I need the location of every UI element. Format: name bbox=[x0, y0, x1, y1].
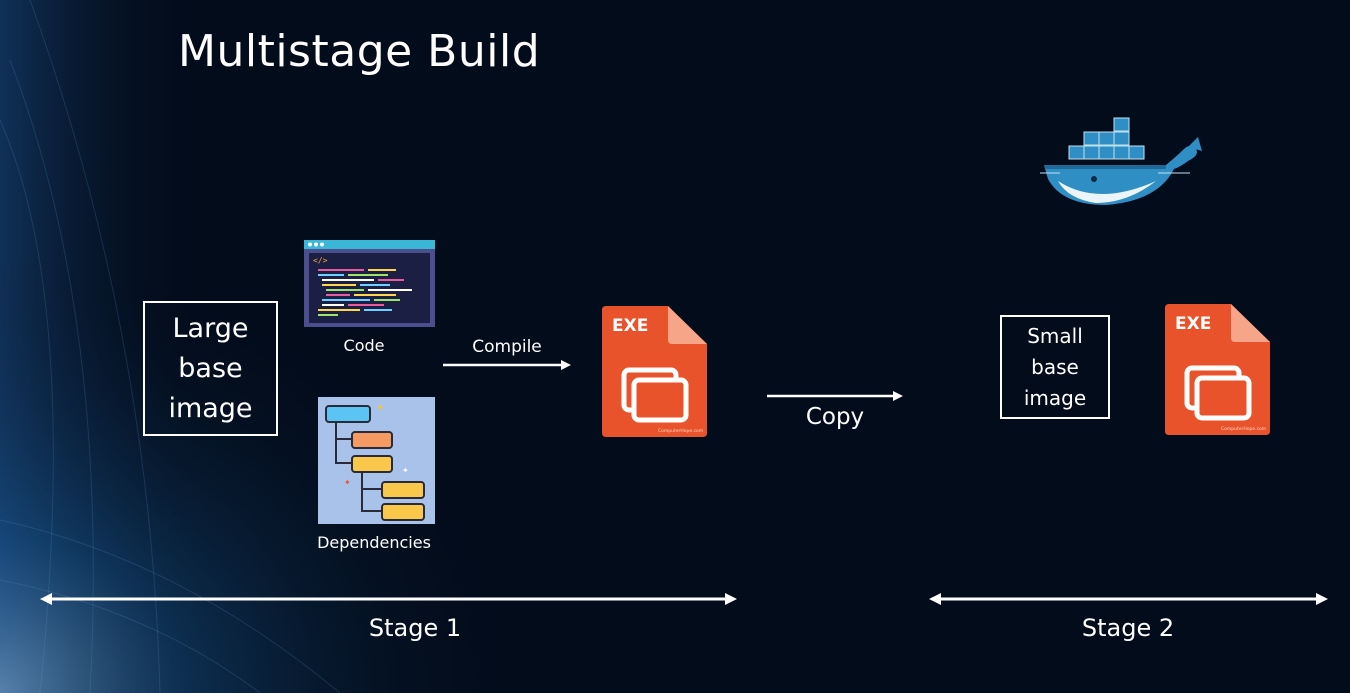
exe-watermark: ComputerHope.com bbox=[1221, 426, 1266, 432]
stage1-label: Stage 1 bbox=[368, 614, 462, 642]
compile-label: Compile bbox=[472, 337, 542, 357]
small-base-image-box: Small base image bbox=[1000, 315, 1110, 419]
compile-arrow bbox=[443, 360, 571, 370]
dependencies-label: Dependencies bbox=[317, 533, 431, 552]
svg-text:✦: ✦ bbox=[376, 403, 384, 414]
svg-text:✦: ✦ bbox=[402, 466, 409, 475]
exe-badge-text: EXE bbox=[612, 316, 648, 336]
code-editor-icon: </> bbox=[304, 240, 435, 327]
stage1-span-arrow bbox=[40, 593, 737, 605]
docker-whale-icon bbox=[1040, 117, 1202, 205]
large-base-image-box: Large base image bbox=[143, 301, 278, 436]
exe-file-icon: EXE ComputerHope.com bbox=[1165, 304, 1270, 435]
code-label: Code bbox=[343, 336, 385, 355]
large-base-image-label: Large base image bbox=[168, 312, 253, 424]
copy-label: Copy bbox=[805, 404, 865, 430]
slide-title: Multistage Build bbox=[178, 26, 541, 77]
exe-badge-text: EXE bbox=[1175, 314, 1211, 334]
code-tag-text: </> bbox=[313, 256, 328, 265]
stage2-label: Stage 2 bbox=[1081, 614, 1175, 642]
copy-arrow bbox=[767, 391, 903, 401]
dependencies-tree-icon: ✦ ✦ ✦ bbox=[318, 397, 435, 524]
exe-file-icon: EXE ComputerHope.com bbox=[602, 306, 707, 437]
svg-text:✦: ✦ bbox=[344, 478, 351, 487]
exe-watermark: ComputerHope.com bbox=[658, 428, 703, 434]
small-base-image-label: Small base image bbox=[1023, 323, 1087, 410]
stage2-span-arrow bbox=[929, 593, 1328, 605]
